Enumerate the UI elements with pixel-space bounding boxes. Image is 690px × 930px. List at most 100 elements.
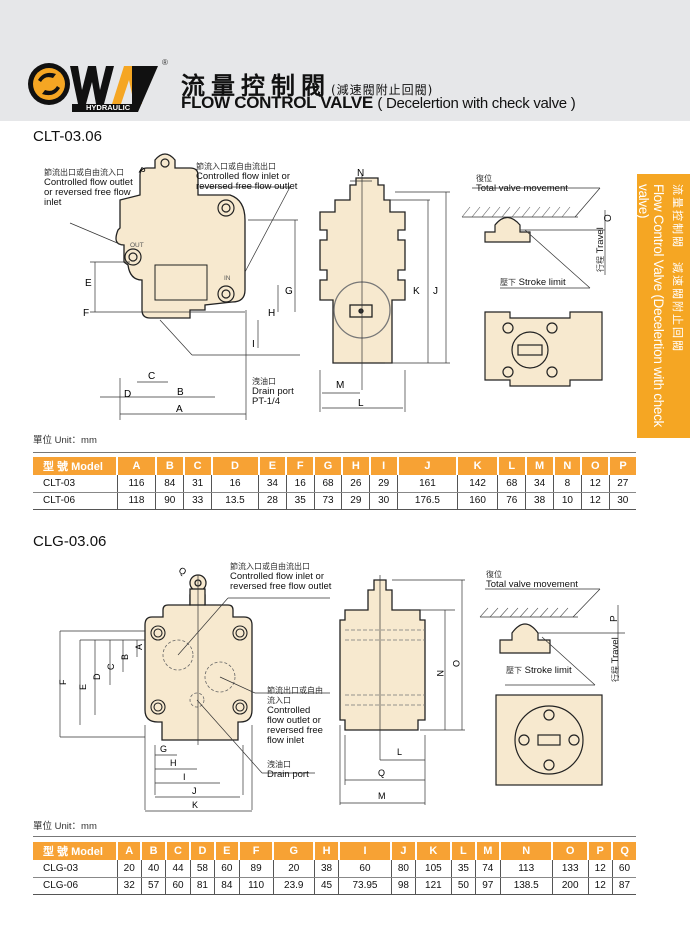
dim-column-header: C [182,457,212,475]
svg-text:A: A [134,644,144,650]
dim-cell: 29 [341,492,370,510]
clt-outlet-label: 節流出口或自由流入口 Controlled flow outlet or rev… [44,168,133,208]
dim-column-header: G [272,842,315,860]
svg-text:J: J [433,286,438,297]
clg-outlet-label: 節流出口或自由 流入口 Controlled flow outlet or re… [267,686,323,746]
dim-column-header: F [285,457,315,475]
dim-cell: 105 [415,860,452,878]
dim-column-header: B [140,842,166,860]
clt-bolt-holes [124,158,235,303]
clt-unit-label: 單位 Unit：mm [33,435,97,446]
dim-cell: 74 [475,860,500,878]
dim-cell: 142 [456,475,498,493]
dim-cell: 81 [189,877,215,895]
dim-column-header: L [496,457,526,475]
dim-cell: 90 [155,492,184,510]
svg-text:K: K [413,286,420,297]
dim-cell: 12 [580,492,610,510]
svg-text:N: N [357,168,364,179]
dim-column-header: H [340,457,370,475]
svg-text:F: F [83,308,89,319]
dim-cell: 73.95 [338,877,392,895]
dim-cell: 12 [587,877,613,895]
dim-cell: 121 [415,877,452,895]
dim-cell: 13.5 [211,492,259,510]
dim-cell: 28 [258,492,287,510]
dim-column-header: O [551,842,589,860]
clg-outlet-en2: flow outlet or [267,715,321,726]
svg-text:H: H [170,758,177,768]
dim-cell: 8 [553,475,582,493]
svg-text:K: K [192,800,198,810]
dim-cell: 10 [553,492,582,510]
dim-cell: 38 [525,492,554,510]
dim-cell: 161 [397,475,458,493]
dim-cell: 30 [608,492,636,510]
clg-outlet-en1: Controlled [267,705,311,716]
logo-hydraulic-text: HYDRAULIC [86,103,131,112]
clg-side-view [339,579,426,731]
clt-travel-en: Travel [595,227,606,254]
side-category-tab: 流量控制閥 減速閥附止回閥 Flow Control Valve (Decele… [636,174,690,438]
dim-column-header: I [337,842,392,860]
clt-drain-en: Drain port [252,386,294,397]
dim-cell: 23.9 [272,877,315,895]
clg-drain-zh: 洩油口 [267,760,291,769]
svg-text:G: G [285,286,293,297]
dim-column-header: M [474,842,500,860]
dim-cell: 98 [390,877,416,895]
clt-total-movement-label: 復位 Total valve movement [476,174,568,194]
dim-cell: 50 [450,877,476,895]
clg-stroke-limit-label: 壓下 Stroke limit [506,666,572,676]
clt-table-rule [33,452,636,453]
dim-cell: 16 [285,475,315,493]
clg-stroke-zh: 壓下 [506,666,522,675]
dim-column-header: D [189,842,215,860]
dim-cell: 29 [369,475,398,493]
dim-cell: 20 [116,860,142,878]
model-cell: CLT-03 [33,475,117,493]
svg-text:I: I [252,339,255,350]
dim-cell: 110 [238,877,274,895]
clg-drain-en: Drain port [267,769,309,780]
dim-cell: 76 [497,492,526,510]
svg-text:C: C [148,371,155,382]
dim-cell: 113 [499,860,553,878]
svg-text:H: H [268,308,275,319]
svg-text:A: A [176,404,183,415]
svg-text:G: G [160,744,167,754]
dim-column-header: C [164,842,191,860]
dim-cell: 73 [313,492,342,510]
model-cell: CLG-03 [33,860,117,878]
svg-text:P: P [137,165,147,177]
clg-travel-en: Travel [610,637,621,664]
model-column-header: 型 號 Model [33,457,117,475]
clt-stroke-limit-label: 壓下 Stroke limit [500,278,566,288]
dim-cell: 60 [214,860,240,878]
clt-drain-size: PT-1/4 [252,396,280,407]
side-tab-en: Flow Control Valve (Decelertion with che… [636,184,666,427]
clg-table-rule [33,836,636,837]
clt-drain-zh: 洩油口 [252,377,276,386]
dim-cell: 87 [611,877,636,895]
dim-column-header: F [238,842,274,860]
clg-travel-label: 行程 Travel [610,637,621,682]
svg-text:C: C [106,663,116,670]
clg-front-view-drawing: A B C D E F G H I J K Q N O L Q M [58,565,625,812]
dim-cell: 12 [580,475,610,493]
dim-cell: 20 [272,860,315,878]
dim-column-header: O [580,457,610,475]
clt-side-view [319,177,406,364]
dim-cell: 60 [338,860,392,878]
title-zh-subtitle: (減速閥附止回閥) [331,83,434,97]
clg-dim-p: P [609,615,620,622]
dim-cell: 34 [258,475,287,493]
dim-cell: 38 [313,860,339,878]
svg-text:Q: Q [378,768,385,778]
clt-travel-label: 行程 Travel [595,227,606,272]
dim-cell: 58 [189,860,215,878]
dim-cell: 16 [211,475,259,493]
